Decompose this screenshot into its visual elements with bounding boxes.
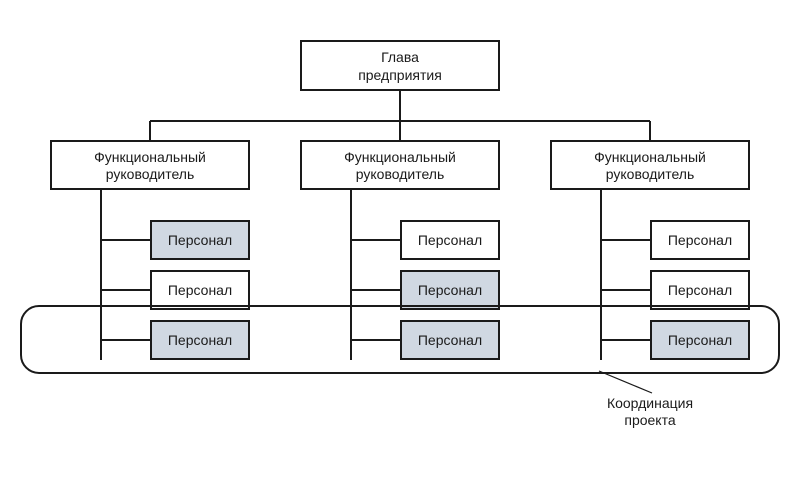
staff-label-2: Персонал <box>418 282 482 298</box>
head-label-line2: предприятия <box>358 67 442 83</box>
head-node: Глава предприятия <box>300 40 500 91</box>
staff-box-3 <box>150 320 250 360</box>
staff-box-1 <box>400 220 500 260</box>
column-1: Функциональный руководитель Персонал Пер… <box>50 140 250 360</box>
manager-label-line1: Функциональный <box>94 149 206 165</box>
staff-label-3: Персонал <box>668 332 732 348</box>
staff-box-2 <box>150 270 250 310</box>
staff-label-2: Персонал <box>168 282 232 298</box>
staff-label-2: Персонал <box>668 282 732 298</box>
manager-label-line1: Функциональный <box>344 149 456 165</box>
coordination-pointer-line <box>598 370 653 394</box>
manager-label-line2: руководитель <box>106 166 194 182</box>
staff-label-1: Персонал <box>668 232 732 248</box>
staff-box-2 <box>650 270 750 310</box>
manager-box <box>300 140 500 190</box>
staff-label-3: Персонал <box>168 332 232 348</box>
staff-box-3 <box>650 320 750 360</box>
staff-box-1 <box>150 220 250 260</box>
coordination-label-line1: Координация <box>607 395 693 411</box>
head-box <box>300 40 500 91</box>
staff-label-3: Персонал <box>418 332 482 348</box>
manager-box <box>50 140 250 190</box>
column-3: Функциональный руководитель Персонал Пер… <box>550 140 750 360</box>
manager-label-line1: Функциональный <box>594 149 706 165</box>
head-connectors <box>149 90 651 141</box>
column-2: Функциональный руководитель Персонал Пер… <box>300 140 500 360</box>
staff-box-2 <box>400 270 500 310</box>
staff-label-1: Персонал <box>418 232 482 248</box>
coordination-outline <box>20 305 780 374</box>
manager-label-line2: руководитель <box>606 166 694 182</box>
staff-box-1 <box>650 220 750 260</box>
coordination-label-line2: проекта <box>624 412 675 428</box>
manager-box <box>550 140 750 190</box>
head-label-line1: Глава <box>381 49 419 65</box>
manager-label-line2: руководитель <box>356 166 444 182</box>
staff-label-1: Персонал <box>168 232 232 248</box>
staff-box-3 <box>400 320 500 360</box>
